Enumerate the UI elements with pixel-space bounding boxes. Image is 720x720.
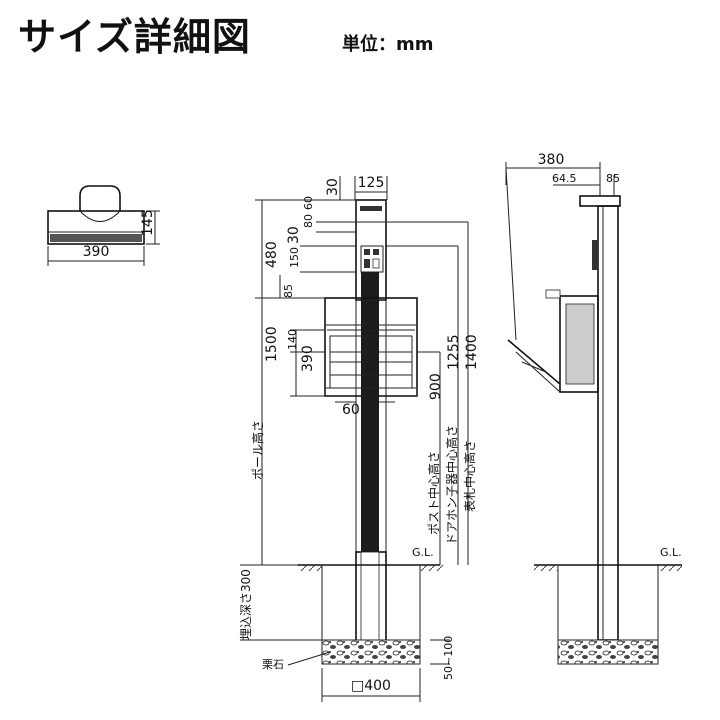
- gl-label-side: G.L.: [660, 546, 682, 559]
- doorphone-center-label: ドアホン子器中心高さ: [444, 425, 459, 545]
- side-dim-85: 85: [606, 172, 620, 185]
- unit-label: 単位：mm: [342, 34, 434, 55]
- side-dim-64-5: 64.5: [552, 172, 577, 185]
- dim-30-top: 30: [325, 178, 341, 196]
- dim-1500: 1500: [264, 326, 280, 362]
- side-pole-cap: [579, 195, 621, 207]
- dim-150: 150: [288, 247, 301, 268]
- top-view-depth-label: 145: [140, 209, 156, 236]
- dim-140: 140: [286, 329, 299, 350]
- dim-1255: 1255: [446, 334, 462, 370]
- side-depth-label: 380: [538, 152, 565, 168]
- dim-60-small: 60: [302, 196, 315, 210]
- dim-900: 900: [428, 373, 444, 400]
- side-gravel-layer: [557, 639, 659, 665]
- side-view: 380 64.5 85 G.L.: [505, 152, 682, 665]
- gl-label-front: G.L.: [412, 546, 434, 559]
- pole-shaft: [361, 272, 379, 552]
- top-view-flap: [79, 210, 121, 222]
- top-view-slot: [50, 234, 142, 242]
- dim-85: 85: [282, 284, 295, 298]
- dim-60: 60: [342, 402, 360, 418]
- side-mailbox-flap: [507, 339, 561, 385]
- nameplate: [360, 206, 382, 211]
- side-pole: [597, 205, 619, 641]
- page-title: サイズ詳細図: [18, 15, 251, 59]
- gravel-label: 栗石: [262, 658, 284, 671]
- nameplate-center-label: 表札中心高さ: [462, 440, 477, 512]
- side-intercom: [592, 240, 598, 270]
- head-width-label: 125: [358, 175, 385, 191]
- top-view-pole: [79, 185, 121, 211]
- top-view: 390 145: [47, 185, 160, 266]
- top-view-outline: [47, 210, 145, 245]
- dim-30: 30: [286, 226, 302, 244]
- gravel-depth-label: 50~100: [442, 636, 455, 680]
- top-view-width-label: 390: [83, 244, 110, 260]
- front-view: 125 30 80 60 30 150: [239, 175, 480, 702]
- gravel-layer: [321, 639, 421, 665]
- side-mailbox: [559, 295, 599, 393]
- pole-height-label: ポール高さ: [250, 420, 265, 480]
- dim-390: 390: [300, 345, 316, 372]
- base-size-label: □400: [351, 678, 391, 694]
- dim-480: 480: [264, 241, 280, 268]
- dim-80: 80: [302, 214, 315, 228]
- dim-1400: 1400: [464, 334, 480, 370]
- bury-depth-label: 埋込深さ300: [239, 569, 253, 640]
- post-center-label: ポスト中心高さ: [426, 451, 441, 535]
